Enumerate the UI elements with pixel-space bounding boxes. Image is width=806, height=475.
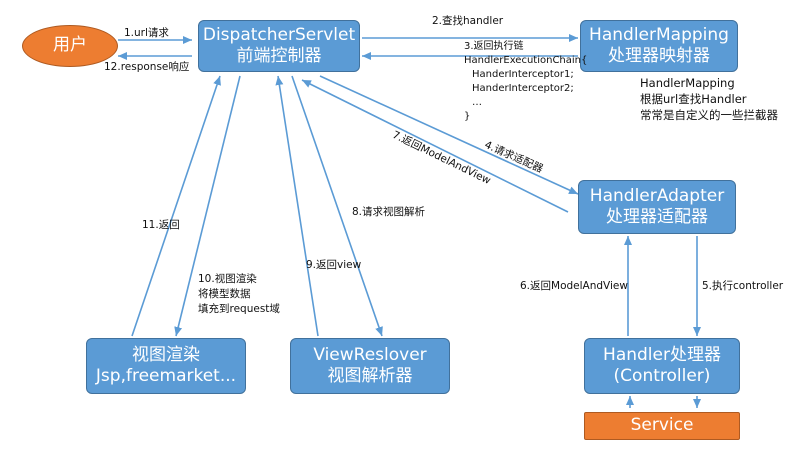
label-view-render-line: 10.视图渲染 (198, 273, 257, 285)
arrow-return-modelandview-7 (301, 79, 569, 213)
label-return-chain-line: 3.返回执行链 (464, 41, 524, 52)
handler-mapping-note-line: 根据url查找Handler (640, 92, 747, 107)
service-node: Service (584, 412, 740, 440)
dispatcher-servlet-node: DispatcherServlet 前端控制器 (198, 20, 360, 72)
view-render-title: 视图渲染 (132, 344, 200, 365)
view-resolver-title: ViewReslover (313, 344, 427, 365)
handler-mapping-note-line: 常常是自定义的一些拦截器 (640, 108, 778, 123)
arrow-return-view (275, 75, 319, 337)
label-return-11: 11.返回 (142, 219, 180, 231)
label-execute-controller: 5.执行controller (702, 280, 784, 292)
arrow-request-view-resolve (291, 75, 383, 337)
handler-subtitle: (Controller) (613, 366, 711, 386)
handler-mapping-note: HandlerMapping 根据url查找Handler 常常是自定义的一些拦… (640, 75, 778, 123)
user-node: 用户 (22, 25, 118, 67)
view-render-subtitle: Jsp,freemarket... (95, 366, 237, 386)
view-resolver-subtitle: 视图解析器 (327, 366, 413, 386)
label-return-chain-line: … (472, 97, 482, 108)
label-return-chain-line: HanderInterceptor1; (472, 69, 574, 80)
handler-title: Handler处理器 (603, 344, 721, 365)
arrow-request-adapter (319, 75, 579, 195)
handler-adapter-title: HandlerAdapter (589, 185, 725, 206)
label-response: 12.response响应 (104, 61, 190, 73)
label-return-chain: 3.返回执行链 HandlerExecutionChain{ HanderInt… (464, 40, 587, 124)
label-return-chain-line: HanderInterceptor2; (472, 83, 574, 94)
label-find-handler: 2.查找handler (432, 15, 504, 27)
handler-mapping-title: HandlerMapping (589, 24, 729, 45)
dispatcher-servlet-title: DispatcherServlet (202, 24, 356, 45)
arrow-return-11 (131, 75, 221, 337)
arrow-view-render (174, 75, 241, 337)
label-request-view-resolve: 8.请求视图解析 (352, 206, 426, 218)
handler-mapping-subtitle: 处理器映射器 (608, 46, 710, 66)
label-return-modelandview-6: 6.返回ModelAndView (520, 280, 628, 292)
dispatcher-servlet-subtitle: 前端控制器 (236, 46, 322, 66)
handler-adapter-subtitle: 处理器适配器 (606, 207, 708, 227)
service-label: Service (630, 415, 694, 436)
label-return-chain-line: } (464, 111, 471, 122)
label-view-render-line: 填充到request域 (198, 303, 280, 316)
label-return-chain-line: HandlerExecutionChain{ (464, 55, 588, 66)
view-resolver-node: ViewReslover 视图解析器 (290, 338, 450, 394)
handler-node: Handler处理器 (Controller) (584, 338, 740, 394)
handler-adapter-node: HandlerAdapter 处理器适配器 (578, 180, 736, 234)
label-view-render: 10.视图渲染 将模型数据 填充到request域 (198, 272, 280, 318)
view-render-node: 视图渲染 Jsp,freemarket... (86, 338, 246, 394)
label-url-request: 1.url请求 (124, 27, 169, 39)
label-return-view: 9.返回view (306, 259, 362, 271)
user-node-label: 用户 (53, 35, 87, 56)
handler-mapping-node: HandlerMapping 处理器映射器 (580, 20, 738, 72)
label-view-render-line: 将模型数据 (198, 288, 251, 301)
handler-mapping-note-line: HandlerMapping (640, 76, 735, 90)
